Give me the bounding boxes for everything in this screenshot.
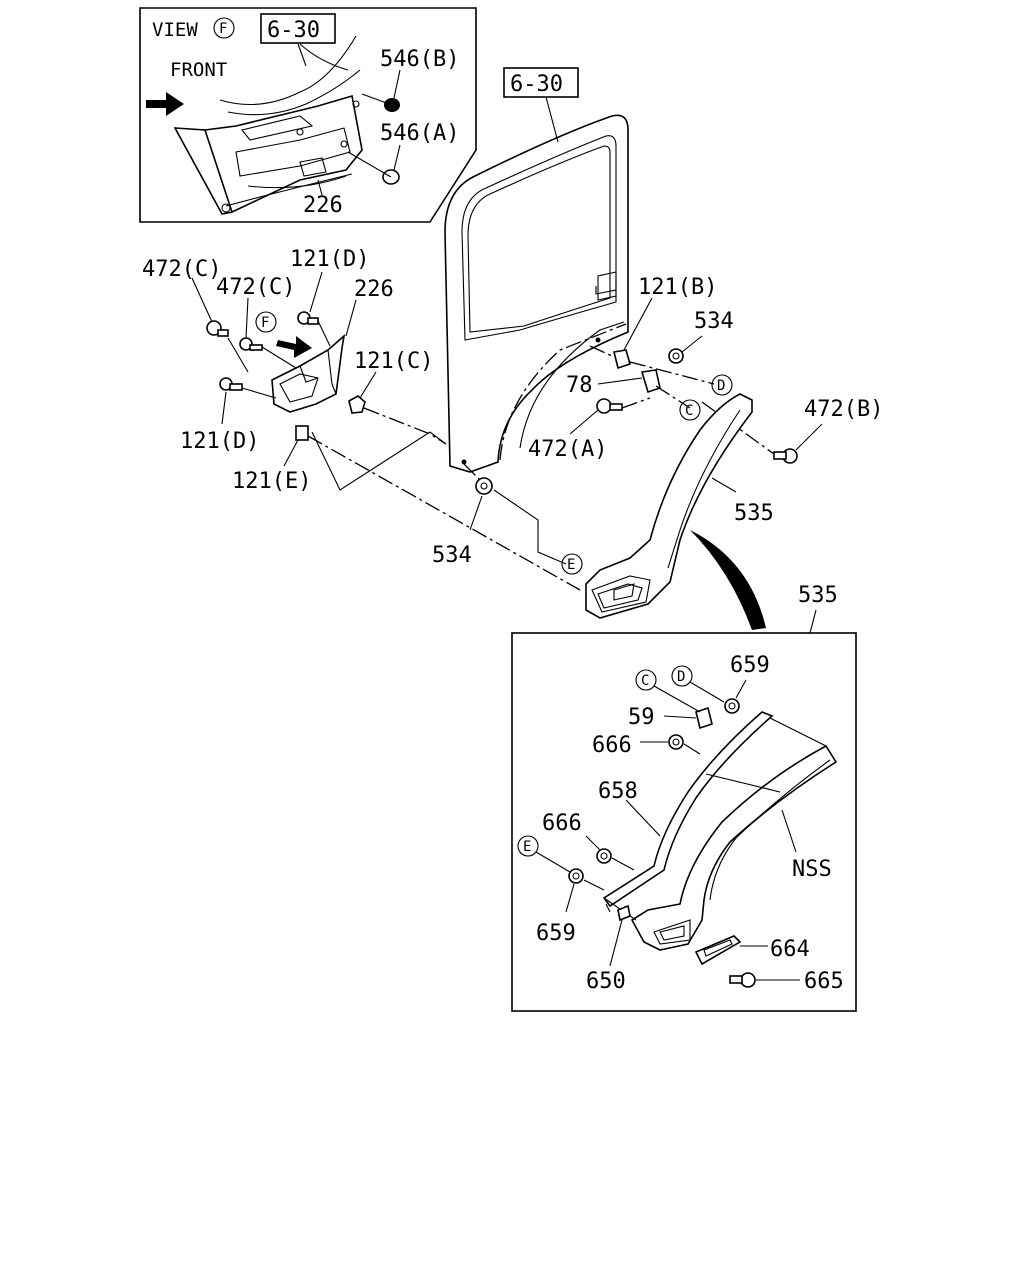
label-546b: 546(B): [380, 47, 459, 72]
label-226: 226: [354, 277, 394, 302]
clip-59: [695, 706, 713, 730]
door-handle-recess: [597, 271, 617, 301]
nut-659-top: [724, 698, 740, 714]
main-labels: 472(C) 472(C) 121(D) 226 121(C) 121(D) 1…: [142, 247, 883, 568]
view-letter-circle: [213, 17, 235, 39]
bolt-472c-inner: [239, 337, 263, 351]
door-ref-box: [503, 67, 579, 98]
nut-534-top: [668, 348, 684, 364]
marker-c: C: [685, 403, 693, 419]
label-121d-left: 121(D): [180, 429, 259, 454]
detail-marker-e: E: [523, 839, 531, 855]
bolt-121d-left: [219, 377, 243, 391]
label-534-bottom: 534: [432, 543, 472, 568]
detail-label-nss: NSS: [792, 857, 832, 882]
door-assembly: 6-30: [444, 67, 629, 473]
clip-121c: [348, 395, 366, 414]
view-label: VIEW: [152, 19, 198, 41]
right-fasteners: D C: [569, 297, 823, 464]
nut-666-mid: [596, 848, 612, 864]
label-535: 535: [734, 501, 774, 526]
clip-650: [617, 904, 631, 922]
label-121b: 121(B): [638, 275, 717, 300]
marker-e: E: [567, 557, 575, 573]
detail-label-666-mid: 666: [542, 811, 582, 836]
detail-label-658: 658: [598, 779, 638, 804]
label-472c-inner: 472(C): [216, 275, 295, 300]
view-letter: F: [219, 21, 227, 37]
nut-659-bottom: [568, 868, 584, 884]
label-534-top: 534: [694, 309, 734, 334]
detail-ref: 535: [798, 583, 838, 608]
clip-78: [640, 369, 661, 394]
view-ref-text: 6-30: [267, 18, 320, 43]
bolt-121d-top: [297, 311, 319, 325]
label-472b: 472(B): [804, 397, 883, 422]
fender-535: E: [463, 393, 766, 630]
front-arrow-icon: [146, 92, 184, 116]
label-546a: 546(A): [380, 121, 459, 146]
detail-marker-c: C: [641, 673, 649, 689]
nut-666-top: [668, 734, 684, 750]
detail-label-659-top: 659: [730, 653, 770, 678]
detail-label-650: 650: [586, 969, 626, 994]
door-ref-text: 6-30: [510, 72, 563, 97]
view-arrow-icon: [276, 336, 312, 358]
view-ref-box: [260, 13, 336, 44]
front-label: FRONT: [170, 59, 227, 81]
bolt-472c-outer: [206, 320, 229, 337]
clip-121e: [295, 425, 309, 441]
bolt-665: [729, 972, 756, 988]
clip-121b: [613, 349, 631, 370]
bolt-472b: [773, 448, 798, 464]
detail-label-59: 59: [628, 705, 655, 730]
label-226-inset: 226: [303, 193, 343, 218]
detail-label-664: 664: [770, 937, 810, 962]
bracket-226: [271, 333, 346, 413]
detail-arrow-icon: [690, 530, 766, 630]
label-472c-outer: 472(C): [142, 257, 221, 282]
bracket-cluster: F: [191, 271, 581, 591]
detail-535: 535: [511, 583, 857, 1012]
marker-f: F: [261, 315, 269, 331]
label-121d-top: 121(D): [290, 247, 369, 272]
label-78: 78: [566, 373, 593, 398]
detail-label-659-bottom: 659: [536, 921, 576, 946]
trim-658: [602, 711, 774, 908]
view-f-inset: VIEW F 6-30 FRONT 546(B) 546(A) 226: [139, 7, 477, 223]
door-outline: [444, 114, 629, 473]
detail-marker-d: D: [677, 669, 685, 685]
marker-d: D: [717, 378, 725, 394]
bolt-472a: [596, 398, 623, 414]
fender-outline: [585, 393, 753, 619]
label-472a: 472(A): [528, 437, 607, 462]
nut-534-bottom: [475, 477, 493, 495]
detail-frame: [511, 632, 857, 1012]
label-121c: 121(C): [354, 349, 433, 374]
detail-label-665: 665: [804, 969, 844, 994]
label-121e: 121(E): [232, 469, 311, 494]
detail-label-666-top: 666: [592, 733, 632, 758]
